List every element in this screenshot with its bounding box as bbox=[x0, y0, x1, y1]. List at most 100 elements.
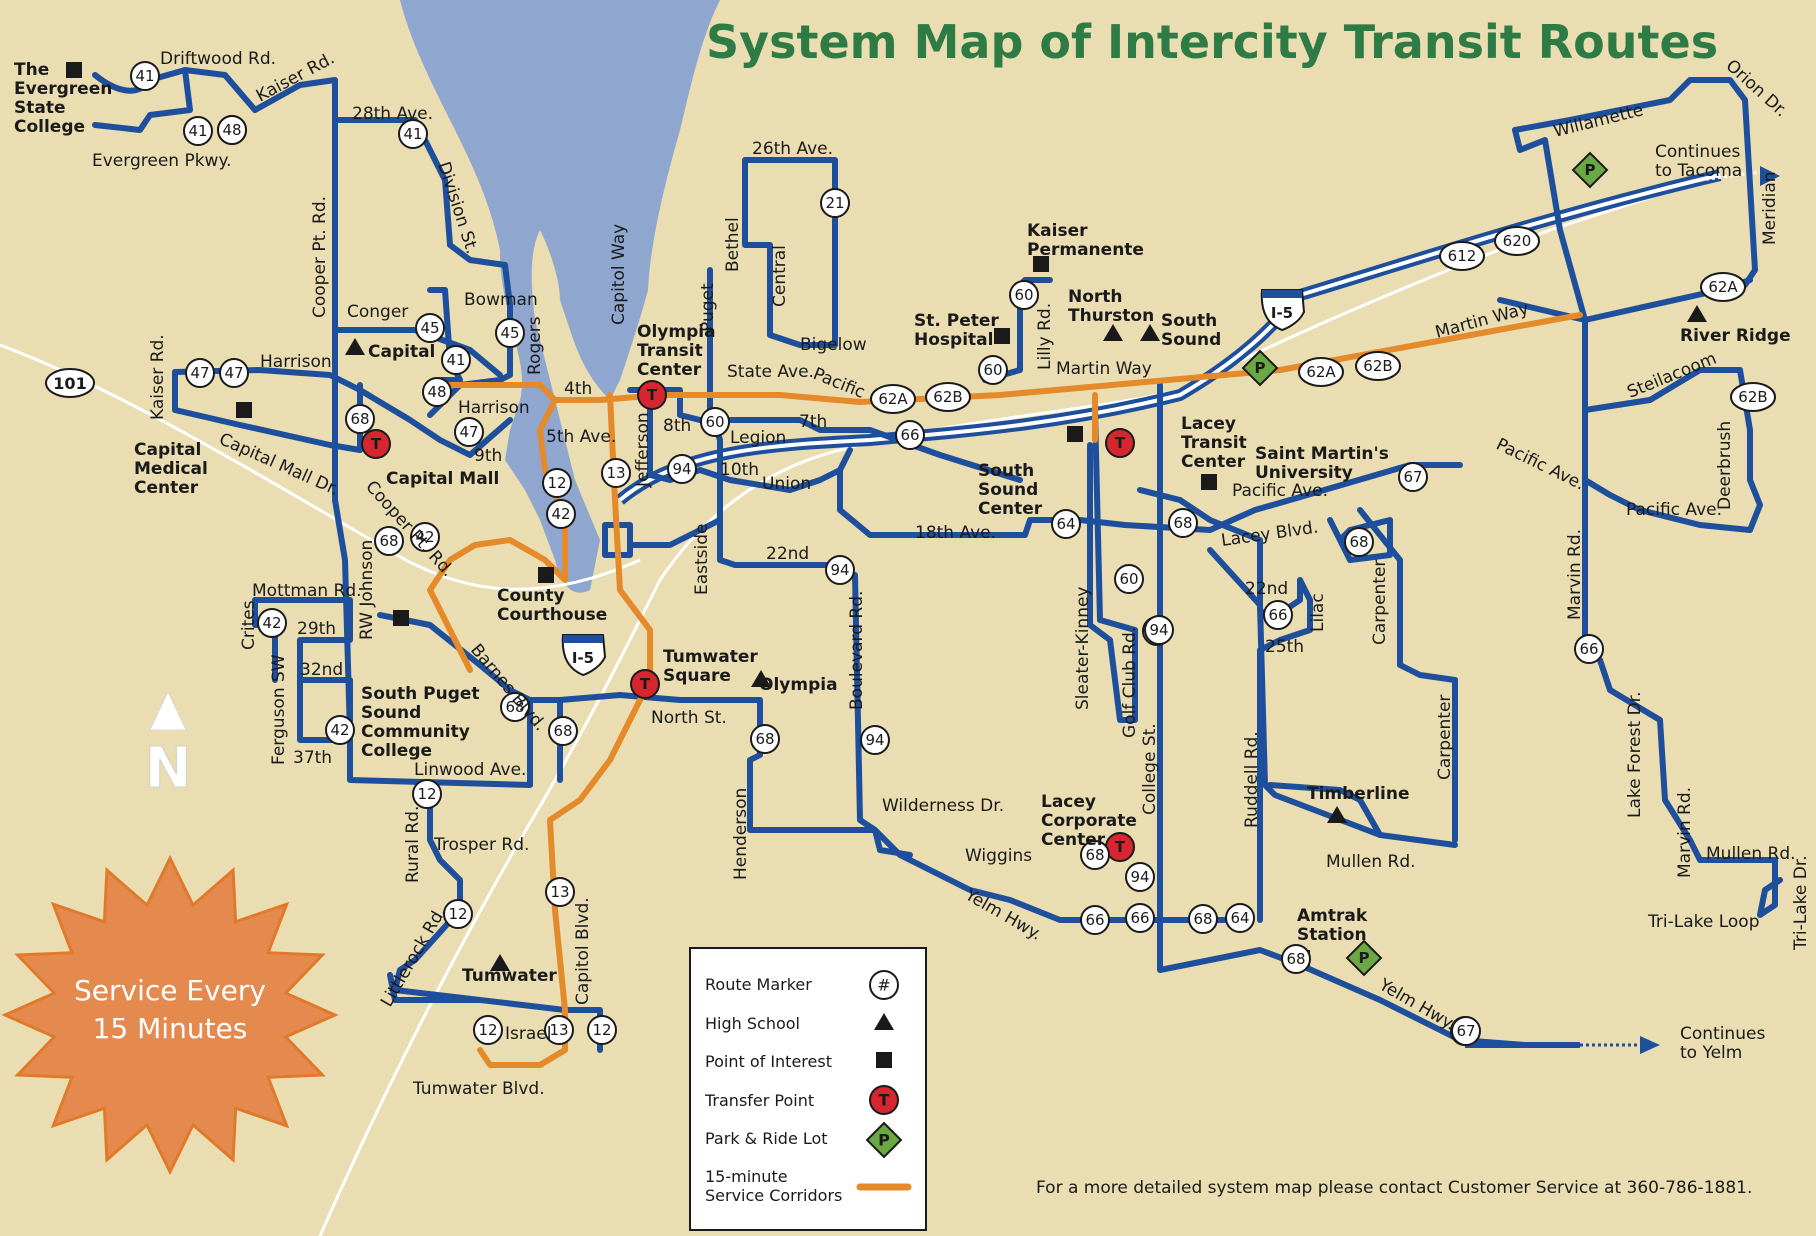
route-marker-62a[interactable]: 62A bbox=[1700, 272, 1746, 302]
route-marker-620[interactable]: 620 bbox=[1494, 226, 1540, 256]
svg-text:Central: Central bbox=[770, 245, 790, 307]
route-marker-42[interactable]: 42 bbox=[325, 715, 355, 745]
svg-text:I-5: I-5 bbox=[572, 649, 594, 667]
route-marker-42[interactable]: 42 bbox=[410, 522, 440, 552]
park-ride-lots[interactable]: P P P bbox=[1241, 151, 1609, 977]
route-marker-94[interactable]: 94 bbox=[1144, 615, 1174, 645]
route-marker-62a[interactable]: 62A bbox=[870, 384, 916, 414]
svg-text:Continues: Continues bbox=[1680, 1024, 1765, 1044]
route-marker-label: 47 bbox=[459, 423, 478, 441]
route-marker-12[interactable]: 12 bbox=[473, 1015, 503, 1045]
i5-shield-north: I-5 bbox=[1260, 289, 1306, 332]
route-marker-94[interactable]: 94 bbox=[825, 555, 855, 585]
transfer-point-olympia[interactable]: T bbox=[637, 380, 667, 410]
route-marker-13[interactable]: 13 bbox=[544, 1015, 574, 1045]
transfer-point-lacey-corporate[interactable]: T bbox=[1105, 832, 1135, 862]
route-marker-label: 62B bbox=[1363, 357, 1392, 375]
svg-text:T: T bbox=[647, 386, 658, 404]
route-marker-12[interactable]: 12 bbox=[587, 1015, 617, 1045]
svg-text:Tumwater Blvd.: Tumwater Blvd. bbox=[412, 1079, 545, 1099]
route-marker-62b[interactable]: 62B bbox=[925, 382, 971, 412]
route-marker-47[interactable]: 47 bbox=[454, 417, 484, 447]
place-capital-medical: Capital bbox=[134, 440, 201, 460]
route-marker-94[interactable]: 94 bbox=[667, 454, 697, 484]
svg-text:15 Minutes: 15 Minutes bbox=[93, 1012, 248, 1045]
route-marker-41[interactable]: 41 bbox=[130, 61, 160, 91]
route-marker-label: 68 bbox=[350, 410, 369, 428]
route-marker-60[interactable]: 60 bbox=[978, 355, 1008, 385]
svg-text:Transit: Transit bbox=[637, 341, 703, 361]
route-marker-94[interactable]: 94 bbox=[860, 725, 890, 755]
svg-text:Henderson: Henderson bbox=[731, 788, 751, 880]
route-marker-45[interactable]: 45 bbox=[415, 313, 445, 343]
route-marker-67[interactable]: 67 bbox=[1398, 462, 1428, 492]
transfer-point-lacey[interactable]: T bbox=[1105, 428, 1135, 458]
route-marker-42[interactable]: 42 bbox=[546, 499, 576, 529]
route-marker-label: 12 bbox=[448, 905, 467, 923]
route-marker-68[interactable]: 68 bbox=[500, 692, 530, 722]
route-marker-21[interactable]: 21 bbox=[820, 188, 850, 218]
continues-yelm: Continues to Yelm bbox=[1465, 1024, 1765, 1063]
route-marker-64[interactable]: 64 bbox=[1051, 509, 1081, 539]
route-marker-41[interactable]: 41 bbox=[183, 116, 213, 146]
svg-text:Tri-Lake Loop: Tri-Lake Loop bbox=[1647, 912, 1760, 932]
route-marker-41[interactable]: 41 bbox=[441, 345, 471, 375]
place-saint-martins: Saint Martin's bbox=[1255, 444, 1389, 464]
route-marker-60[interactable]: 60 bbox=[1114, 564, 1144, 594]
route-marker-66[interactable]: 66 bbox=[1574, 634, 1604, 664]
route-marker-66[interactable]: 66 bbox=[1125, 903, 1155, 933]
route-marker-12[interactable]: 12 bbox=[412, 779, 442, 809]
route-marker-45[interactable]: 45 bbox=[495, 318, 525, 348]
route-marker-94[interactable]: 94 bbox=[1125, 862, 1155, 892]
route-marker-68[interactable]: 68 bbox=[1281, 944, 1311, 974]
route-marker-612[interactable]: 612 bbox=[1439, 241, 1485, 271]
route-marker-label: 68 bbox=[1286, 950, 1305, 968]
route-marker-47[interactable]: 47 bbox=[219, 358, 249, 388]
route-marker-68[interactable]: 68 bbox=[1168, 508, 1198, 538]
svg-text:Martin Way: Martin Way bbox=[1056, 359, 1152, 379]
route-marker-66[interactable]: 66 bbox=[1263, 600, 1293, 630]
route-marker-66[interactable]: 66 bbox=[895, 420, 925, 450]
transfer-point-capital-mall[interactable]: T bbox=[361, 429, 391, 459]
svg-text:Transit: Transit bbox=[1181, 433, 1247, 453]
route-marker-66[interactable]: 66 bbox=[1080, 905, 1110, 935]
route-marker-62b[interactable]: 62B bbox=[1355, 351, 1401, 381]
transfer-point-tumwater-square[interactable]: T bbox=[630, 669, 660, 699]
svg-text:Meridian: Meridian bbox=[1760, 171, 1780, 245]
svg-text:Center: Center bbox=[1181, 452, 1246, 472]
route-marker-13[interactable]: 13 bbox=[545, 877, 575, 907]
svg-text:Mottman Rd.: Mottman Rd. bbox=[252, 581, 362, 601]
route-marker-68[interactable]: 68 bbox=[1188, 904, 1218, 934]
route-marker-42[interactable]: 42 bbox=[257, 608, 287, 638]
route-marker-60[interactable]: 60 bbox=[1009, 280, 1039, 310]
route-markers[interactable]: 4148414841454145474748684768124213946021… bbox=[130, 61, 1776, 1046]
route-marker-64[interactable]: 64 bbox=[1225, 903, 1255, 933]
route-marker-68[interactable]: 68 bbox=[548, 716, 578, 746]
svg-text:Deerbrush: Deerbrush bbox=[1715, 421, 1735, 510]
place-capital: Capital bbox=[368, 342, 435, 362]
transfer-points[interactable]: T T T T T bbox=[361, 380, 1135, 862]
park-ride-martin-way[interactable]: P bbox=[1241, 349, 1279, 387]
route-marker-13[interactable]: 13 bbox=[601, 458, 631, 488]
route-marker-62b[interactable]: 62B bbox=[1730, 382, 1776, 412]
route-marker-48[interactable]: 48 bbox=[422, 377, 452, 407]
route-marker-67[interactable]: 67 bbox=[1451, 1016, 1481, 1046]
route-marker-12[interactable]: 12 bbox=[443, 899, 473, 929]
route-marker-label: 42 bbox=[262, 614, 281, 632]
route-marker-41[interactable]: 41 bbox=[398, 119, 428, 149]
route-marker-48[interactable]: 48 bbox=[217, 115, 247, 145]
svg-text:18th Ave.: 18th Ave. bbox=[915, 523, 996, 543]
park-ride-amtrak[interactable]: P bbox=[1345, 939, 1383, 977]
route-marker-68[interactable]: 68 bbox=[1080, 840, 1110, 870]
route-marker-68[interactable]: 68 bbox=[750, 724, 780, 754]
svg-text:Pacific Ave.: Pacific Ave. bbox=[1232, 481, 1328, 501]
route-marker-68[interactable]: 68 bbox=[1344, 527, 1374, 557]
route-marker-12[interactable]: 12 bbox=[542, 468, 572, 498]
route-marker-68[interactable]: 68 bbox=[374, 526, 404, 556]
park-ride-hawks-prairie[interactable]: P bbox=[1571, 151, 1609, 189]
route-marker-68[interactable]: 68 bbox=[345, 404, 375, 434]
route-marker-label: 67 bbox=[1456, 1022, 1475, 1040]
route-marker-60[interactable]: 60 bbox=[700, 407, 730, 437]
route-marker-47[interactable]: 47 bbox=[185, 358, 215, 388]
route-marker-62a[interactable]: 62A bbox=[1298, 357, 1344, 387]
